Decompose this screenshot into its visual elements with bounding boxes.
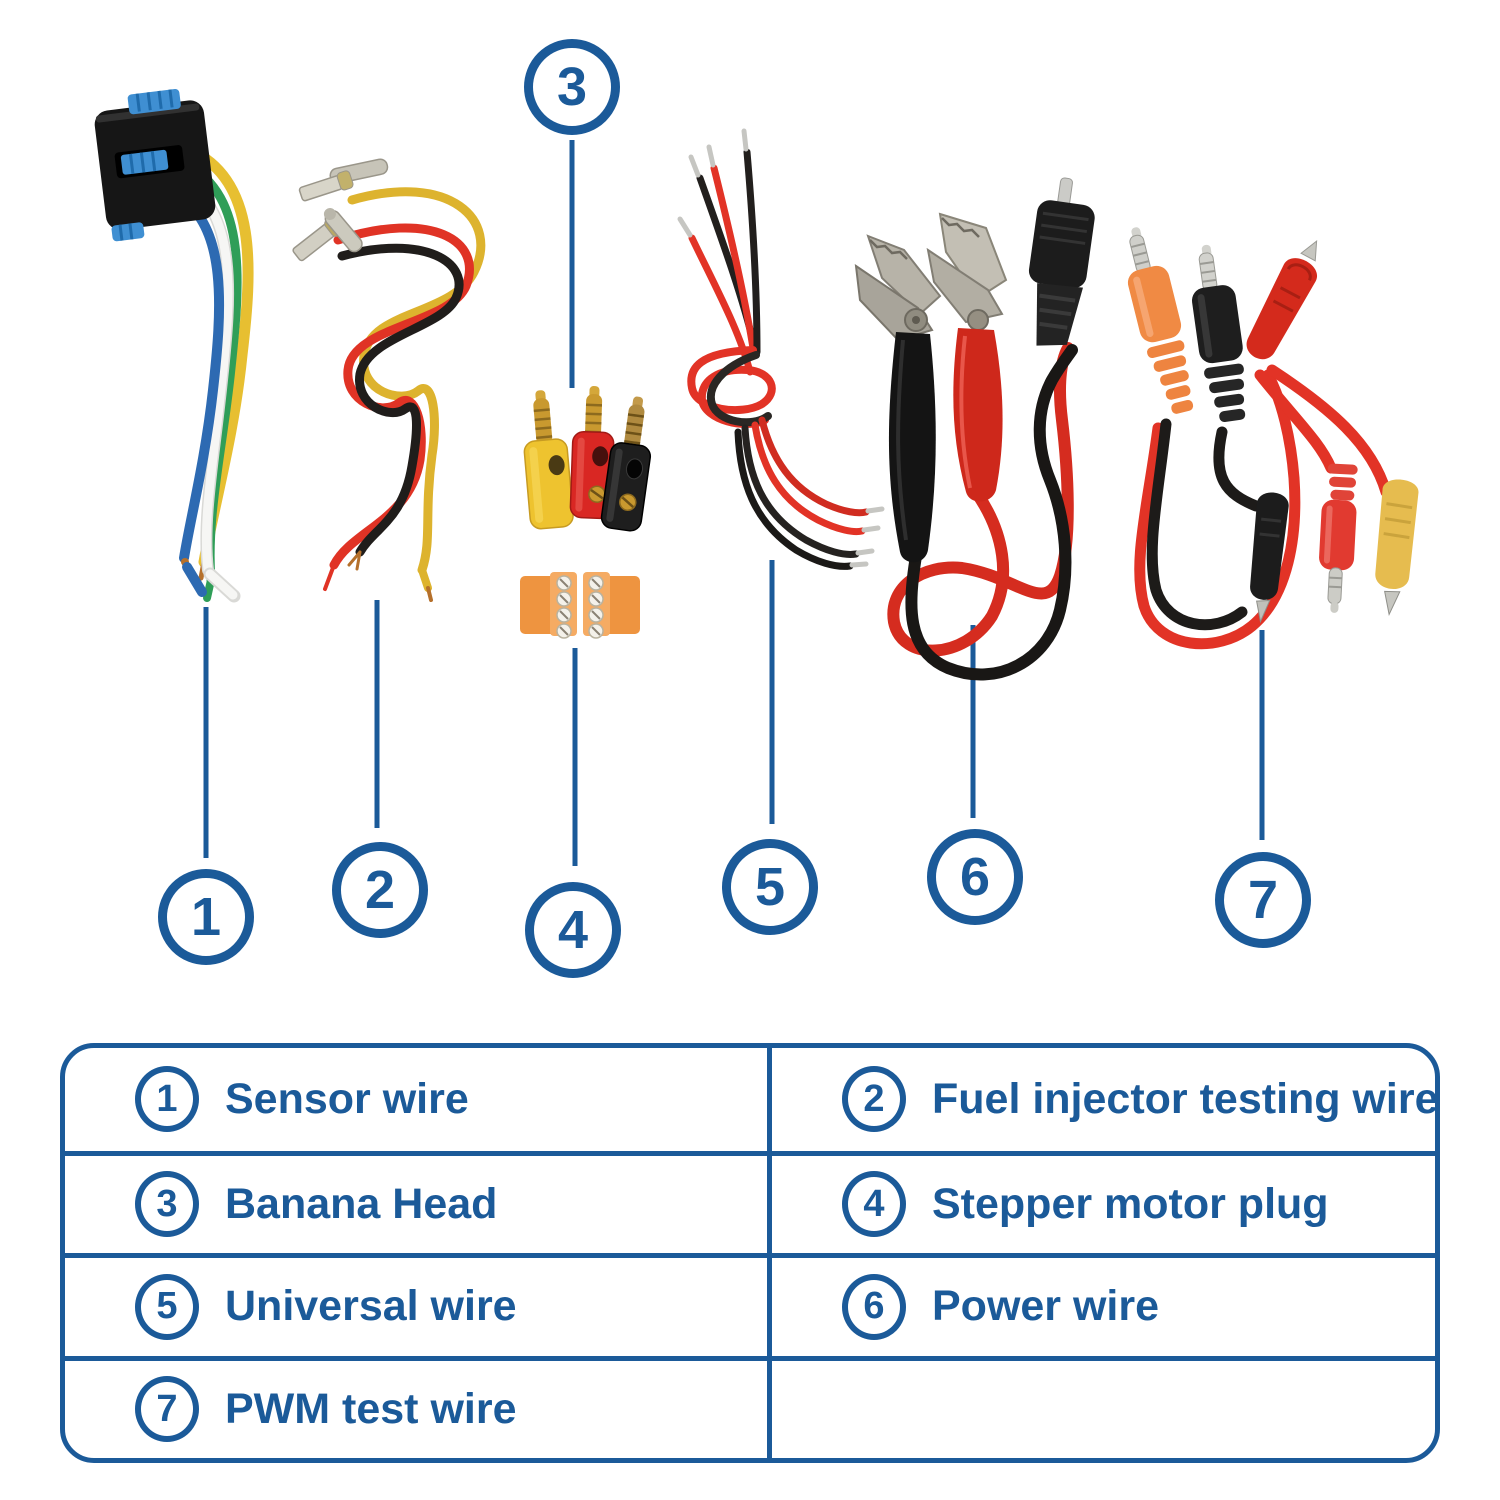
legend-number-7: 7: [135, 1376, 199, 1443]
legend-cell-fuel-injector-wire: 2 Fuel injector testing wire: [767, 1048, 1439, 1151]
dc-barrel-plug: [1028, 177, 1095, 346]
sensor-connector: [94, 88, 216, 242]
legend-number-2: 2: [842, 1066, 906, 1133]
legend-number-1: 1: [135, 1066, 199, 1133]
callout-2: 2: [332, 842, 428, 938]
callout-4: 4: [525, 882, 621, 978]
alligator-clip-yellow: [1375, 479, 1419, 616]
legend-cell-power-wire: 6 Power wire: [767, 1253, 1435, 1356]
legend-cell-sensor-wire: 1 Sensor wire: [65, 1048, 767, 1151]
callout-4-number: 4: [557, 900, 589, 960]
fuel-injector-testing-wire-photo: [292, 158, 486, 602]
callout-1: 1: [158, 869, 254, 965]
product-collage-svg: [94, 88, 1419, 866]
callout-5-number: 5: [754, 857, 786, 917]
stepper-motor-plug-photo: [520, 572, 640, 639]
terminal-block-left: [520, 572, 577, 639]
callout-7: 7: [1215, 852, 1311, 948]
callout-6: 6: [927, 829, 1023, 925]
legend-cell-banana-head: 3 Banana Head: [65, 1150, 767, 1254]
legend-label-stepper-motor-plug: Stepper motor plug: [932, 1179, 1329, 1228]
banana-plug-black-2: [1191, 244, 1246, 423]
alligator-clip-black: [854, 234, 942, 563]
legend-table: 1 Sensor wire 2 Fuel injector testing wi…: [60, 1043, 1440, 1463]
spade-terminals: [292, 158, 389, 262]
legend-cell-universal-wire: 5 Universal wire: [65, 1253, 767, 1356]
callout-1-number: 1: [190, 887, 222, 947]
banana-plug-red-2: [1319, 463, 1358, 613]
legend-number-3: 3: [135, 1171, 199, 1238]
terminal-block-right: [583, 572, 640, 639]
legend-label-sensor-wire: Sensor wire: [225, 1074, 469, 1123]
callout-5: 5: [722, 839, 818, 935]
legend-number-5: 5: [135, 1273, 199, 1340]
legend-label-pwm-test-wire: PWM test wire: [225, 1384, 517, 1433]
alligator-clip-red-small: [1246, 240, 1318, 360]
legend-cell-empty: [767, 1355, 1435, 1458]
callout-3: 3: [524, 39, 620, 135]
universal-wire-photo: [677, 128, 885, 570]
alligator-clip-black-small: [1250, 492, 1289, 624]
callout-7-number: 7: [1247, 870, 1279, 930]
legend-label-power-wire: Power wire: [932, 1282, 1160, 1331]
banana-plug-black: [600, 396, 652, 532]
banana-head-photo: [523, 386, 652, 532]
banana-plug-yellow: [523, 390, 574, 530]
callout-2-number: 2: [364, 860, 396, 920]
callout-lines: [203, 140, 1265, 866]
legend-label-fuel-injector-wire: Fuel injector testing wire: [932, 1074, 1439, 1123]
legend-cell-pwm-test-wire: 7 PWM test wire: [65, 1355, 767, 1459]
callout-3-number: 3: [556, 57, 588, 117]
legend-number-4: 4: [842, 1171, 906, 1238]
alligator-clip-red: [926, 212, 1008, 502]
banana-plug-orange: [1127, 227, 1194, 414]
sensor-wire-photo: [94, 88, 254, 603]
legend-cell-stepper-motor-plug: 4 Stepper motor plug: [767, 1150, 1435, 1253]
callout-6-number: 6: [959, 847, 991, 907]
power-wire-photo: [854, 177, 1095, 681]
banana-plug-red: [569, 386, 615, 520]
legend-label-universal-wire: Universal wire: [225, 1282, 517, 1331]
pwm-test-wire-photo: [1127, 227, 1419, 650]
legend-label-banana-head: Banana Head: [225, 1179, 498, 1228]
legend-number-6: 6: [842, 1273, 906, 1340]
